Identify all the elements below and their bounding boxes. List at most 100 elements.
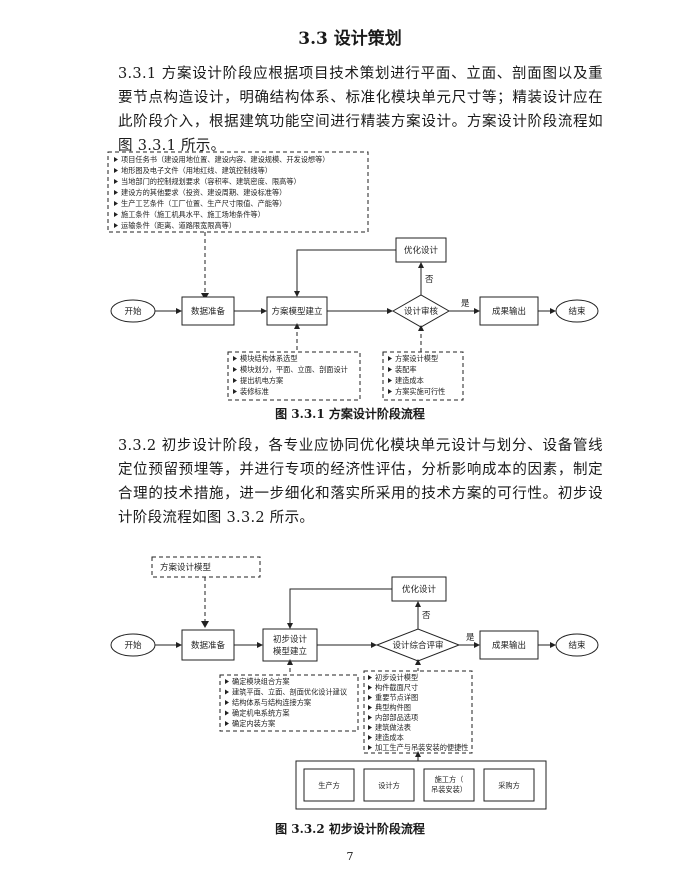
bullet-icon: [368, 725, 372, 730]
section-title: 3.3 设计策划: [298, 29, 402, 49]
list-item: 初步设计模型: [375, 673, 418, 682]
start-label: 开始: [124, 306, 142, 317]
bullet-icon: [368, 705, 372, 710]
bullet-icon: [368, 745, 372, 750]
model-build-label-2: 模型建立: [273, 646, 308, 657]
end-label: 结束: [568, 306, 586, 317]
party-label: 生产方: [318, 781, 340, 790]
list-item: 装修标准: [240, 387, 269, 396]
party-box: [303, 768, 355, 802]
paragraph-3-3-1: 3.3.1 方案设计阶段应根据项目技术策划进行平面、立面、剖面图以及重要节点构造…: [118, 62, 603, 158]
end-node: [555, 299, 599, 323]
bullet-icon: [368, 695, 372, 700]
party-box: [483, 768, 535, 802]
list-item: 加工生产与吊装安装的便捷性: [375, 743, 468, 752]
party-label: 设计方: [378, 781, 400, 790]
data-prep-label: 数据准备: [191, 306, 226, 317]
list-item: 构件截面尺寸: [375, 683, 418, 692]
list-item: 当地部门的控制规划要求（容积率、建筑密度、限高等）: [121, 177, 301, 186]
bullet-icon: [225, 700, 229, 705]
list-item: 重要节点详图: [375, 693, 418, 702]
bullet-icon: [114, 212, 118, 217]
list-item: 运输条件（距离、道路限宽限高等）: [121, 221, 236, 230]
output-label: 成果输出: [492, 306, 526, 317]
figure-caption-3-3-2: 图 3.3.2 初步设计阶段流程: [275, 822, 425, 836]
list-item: 建筑平面、立面、剖面优化设计建议: [232, 688, 347, 697]
page-number: 7: [346, 850, 354, 863]
list-item: 确定机电系统方案: [232, 709, 290, 718]
bullet-icon: [388, 389, 392, 394]
bullet-icon: [368, 735, 372, 740]
optimize-label: 优化设计: [402, 584, 437, 595]
figure-3-3-2: 方案设计模型 开始 数据准备 初步设计 模型建立 设计综合评审 是 成果输出 结…: [110, 556, 599, 810]
input-conditions-list: 项目任务书（建设用地位置、建设内容、建设规模、开发设想等）地形图及电子文件（用地…: [114, 155, 329, 230]
list-item: 生产工艺条件（工厂位置、生产尺寸限值、产能等）: [121, 199, 286, 208]
input-model-box: [151, 556, 261, 578]
bullet-icon: [233, 389, 237, 394]
list-item: 装配率: [395, 365, 417, 374]
list-item: 建设方的其他要求（投资、建设周期、建设标准等）: [121, 188, 286, 197]
start-label: 开始: [124, 640, 142, 651]
bullet-icon: [225, 710, 229, 716]
input-model-label: 方案设计模型: [160, 562, 212, 573]
party-box: [363, 768, 415, 802]
bullet-icon: [114, 179, 118, 184]
list-item: 结构体系与结构连接方案: [232, 698, 311, 707]
paragraph-3-3-2: 3.3.2 初步设计阶段，各专业应协同优化模块单元设计与划分、设备管线定位预留预…: [118, 434, 603, 530]
no-label: 否: [422, 611, 431, 621]
review-criteria-list: 初步设计模型构件截面尺寸重要节点详图典型构件图内部部品选项建筑做法表建造成本加工…: [368, 673, 468, 752]
party-label: 采购方: [498, 781, 520, 790]
bullet-icon: [225, 689, 229, 695]
bullet-icon: [114, 168, 118, 173]
data-prep-label: 数据准备: [191, 640, 226, 651]
list-item: 方案设计模型: [395, 354, 438, 363]
bullet-icon: [233, 356, 237, 361]
parties-row: 生产方 设计方 施工方（吊装安装） 采购方: [303, 768, 535, 802]
paragraph-text: 3.3.2 初步设计阶段，各专业应协同优化模块单元设计与划分、设备管线定位预留预…: [118, 438, 603, 526]
bullet-icon: [388, 378, 392, 383]
yes-label: 是: [466, 633, 475, 643]
paragraph-text: 3.3.1 方案设计阶段应根据项目技术策划进行平面、立面、剖面图以及重要节点构造…: [118, 66, 603, 154]
bullet-icon: [114, 201, 118, 206]
model-details-box: [227, 351, 361, 401]
review-label: 设计审核: [404, 306, 439, 317]
input-conditions-box: [107, 151, 369, 233]
end-node: [555, 633, 599, 657]
party-label: 施工方（吊装安装）: [431, 775, 467, 794]
design-details-box: [219, 674, 359, 732]
list-item: 模块划分，平面、立面、剖面设计: [240, 365, 348, 374]
bullet-icon: [225, 679, 229, 684]
output-box: [479, 296, 539, 326]
model-build-label: 方案模型建立: [271, 306, 323, 317]
bullet-icon: [388, 356, 392, 361]
output-box: [479, 630, 539, 660]
list-item: 建造成本: [375, 733, 404, 742]
bullet-icon: [368, 685, 372, 690]
bullet-icon: [225, 721, 229, 726]
bullet-icon: [114, 223, 118, 228]
list-item: 地形图及电子文件（用地红线、建筑控制线等）: [121, 166, 272, 175]
bullet-icon: [368, 715, 372, 720]
list-item: 确定模块组合方案: [232, 677, 290, 686]
list-item: 建筑做法表: [375, 723, 411, 732]
bullet-icon: [388, 367, 392, 372]
yes-label: 是: [461, 299, 470, 309]
list-item: 建造成本: [395, 376, 424, 385]
no-label: 否: [425, 275, 434, 285]
optimize-label: 优化设计: [404, 245, 439, 256]
review-criteria-box: [382, 351, 464, 401]
party-box: [423, 768, 475, 802]
bullet-icon: [368, 675, 372, 680]
list-item: 模块结构体系选型: [240, 354, 298, 363]
review-label: 设计综合评审: [392, 640, 443, 651]
model-build-label-1: 初步设计: [273, 634, 308, 645]
list-item: 提出机电方案: [240, 376, 283, 385]
data-prep-box: [181, 629, 235, 661]
list-item: 内部部品选项: [375, 713, 418, 722]
list-item: 施工条件（施工机具水平、施工场地条件等）: [121, 210, 265, 219]
figure-caption-3-3-1: 图 3.3.1 方案设计阶段流程: [275, 407, 425, 421]
bullet-icon: [233, 378, 237, 383]
